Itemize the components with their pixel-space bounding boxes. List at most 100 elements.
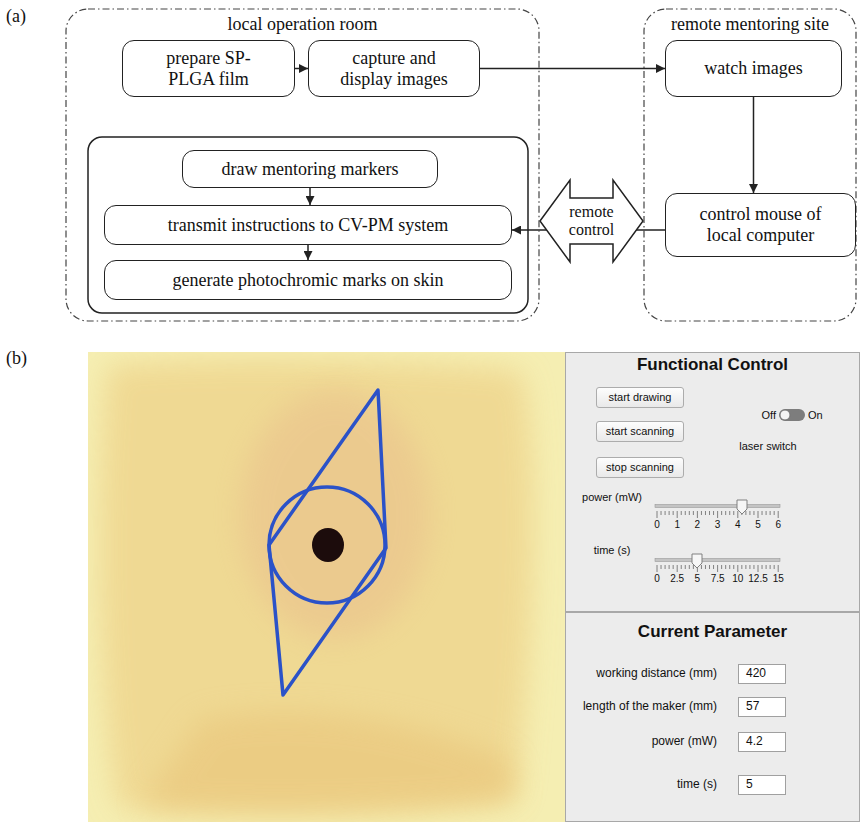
slider-tick xyxy=(713,511,714,515)
slider-tick xyxy=(737,511,738,518)
slider-tick xyxy=(758,511,759,518)
panel-letter: (a) xyxy=(6,6,26,27)
slider-tick xyxy=(657,511,658,518)
gui-label: 7.5 xyxy=(711,573,725,585)
slider-tick xyxy=(729,565,730,569)
field-value: 4.2 xyxy=(746,735,763,748)
process-text: capture and display images xyxy=(333,48,455,89)
slider-tick xyxy=(721,511,722,515)
slider-tick xyxy=(709,511,710,515)
slider-tick xyxy=(705,511,706,515)
gui-label: 3 xyxy=(715,519,721,531)
value-field: 57 xyxy=(738,697,786,717)
process-text: transmit instructions to CV-PM system xyxy=(168,215,448,236)
gui-label: 1 xyxy=(674,519,680,531)
slider-tick xyxy=(753,565,754,569)
flow-arrow xyxy=(309,188,311,205)
gui-label: 2.5 xyxy=(670,573,684,585)
slider-tick xyxy=(770,565,771,569)
slider-tick xyxy=(709,565,710,569)
slider-tick xyxy=(725,565,726,569)
slider-tick xyxy=(657,565,658,572)
slider-tick xyxy=(725,511,726,515)
slider-tick xyxy=(766,511,767,515)
slider-tick xyxy=(677,511,678,518)
slider-tick xyxy=(673,565,674,569)
gui-label: On xyxy=(808,409,823,422)
slider-tick xyxy=(758,565,759,572)
site-region: local operation roomprepare SP-PLGA film… xyxy=(65,8,540,322)
button-text: start drawing xyxy=(609,391,672,403)
slider-tick xyxy=(693,511,694,515)
sliders xyxy=(655,500,780,572)
gui-label: 4 xyxy=(735,519,741,531)
slider-tick xyxy=(774,565,775,569)
gui-label: 12.5 xyxy=(748,573,767,585)
process-text: control mouse of local computer xyxy=(686,204,836,245)
slider-tick xyxy=(753,511,754,515)
process-text: draw mentoring markers xyxy=(222,159,399,180)
slider-tick xyxy=(689,565,690,569)
slider-tick xyxy=(665,511,666,515)
flow-arrow xyxy=(295,68,308,70)
gui-label: laser switch xyxy=(739,440,796,453)
process-box: control mouse of local computer xyxy=(665,193,856,257)
lesion-dot xyxy=(312,528,344,562)
slider-tick xyxy=(685,511,686,515)
slider-tick xyxy=(774,511,775,515)
slider-tick xyxy=(737,565,738,572)
panel-heading: Functional Control xyxy=(637,355,788,375)
double-arrow xyxy=(540,180,643,262)
slider-tick xyxy=(669,565,670,569)
process-box: watch images xyxy=(665,40,842,97)
region-border xyxy=(644,9,856,321)
slider-tick xyxy=(778,565,779,572)
inner-group-box xyxy=(88,137,528,313)
skin-stain xyxy=(240,390,430,640)
slider-tick xyxy=(669,511,670,515)
toggle-knob xyxy=(780,410,790,420)
gui-label: 6 xyxy=(775,519,781,531)
control-panel xyxy=(565,352,860,822)
slider-thumb xyxy=(737,500,747,514)
gui-label: 15 xyxy=(773,573,784,585)
photo-ground xyxy=(88,352,565,822)
slider-tick xyxy=(661,565,662,569)
gui-label: 10 xyxy=(732,573,743,585)
slider-tick xyxy=(689,511,690,515)
process-box: transmit instructions to CV-PM system xyxy=(104,205,512,245)
gui-label: Off xyxy=(762,409,776,422)
process-box: generate photochromic marks on skin xyxy=(104,260,512,300)
process-box: capture and display images xyxy=(308,40,480,97)
slider-tick xyxy=(770,511,771,515)
slider-tick xyxy=(693,565,694,569)
gui-label: length of the maker (mm) xyxy=(583,700,717,714)
flow-arrow xyxy=(480,68,665,70)
slider-tick xyxy=(681,511,682,515)
slider-tick xyxy=(741,565,742,569)
slider-track xyxy=(655,505,780,508)
slider-thumb xyxy=(692,554,702,568)
slider-tick xyxy=(717,565,718,572)
toggle-switch xyxy=(779,409,805,421)
region-title: local operation room xyxy=(228,14,378,36)
button-text: stop scanning xyxy=(606,461,674,473)
slider-tick xyxy=(681,565,682,569)
slider-tick xyxy=(733,565,734,569)
gui-label: time (s) xyxy=(677,778,717,792)
slider-tick xyxy=(745,565,746,569)
slider-tick xyxy=(701,565,702,569)
value-field: 420 xyxy=(738,664,786,684)
slider-tick xyxy=(685,565,686,569)
process-text: generate photochromic marks on skin xyxy=(173,270,444,291)
gui-label: power (mW) xyxy=(652,735,717,749)
value-field: 5 xyxy=(738,775,786,795)
flow-arrow xyxy=(307,245,309,260)
gui-button: start scanning xyxy=(596,421,684,442)
edge-label: remote control xyxy=(560,203,624,238)
film-edge xyxy=(140,712,515,813)
slider-tick xyxy=(665,565,666,569)
slider-tick xyxy=(778,511,779,518)
gui-label: 0 xyxy=(654,519,660,531)
gui-label: power (mW) xyxy=(582,491,642,504)
